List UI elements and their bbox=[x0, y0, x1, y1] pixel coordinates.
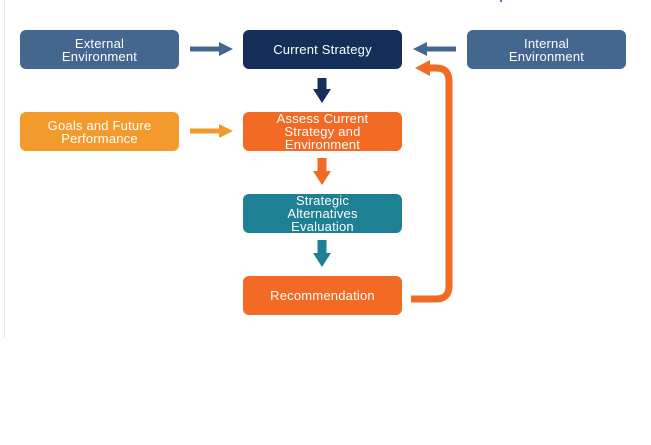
internal-environment-box: Internal Environment bbox=[467, 30, 626, 69]
goals-future-performance-box: Goals and Future Performance bbox=[20, 112, 179, 151]
arrow-current-to-assess bbox=[313, 78, 331, 103]
arrow-alternatives-to-recommendation bbox=[313, 240, 331, 267]
strategic-alternatives-box: Strategic Alternatives Evaluation bbox=[243, 194, 402, 233]
feedback-loop-arrow bbox=[411, 60, 453, 303]
strategic-alternatives-label: Strategic Alternatives Evaluation bbox=[287, 193, 358, 234]
arrow-internal-to-current bbox=[413, 42, 456, 56]
current-strategy-label: Current Strategy bbox=[273, 42, 372, 57]
internal-environment-label: Internal Environment bbox=[508, 35, 585, 64]
arrow-goals-to-assess bbox=[190, 124, 233, 138]
left-divider-line bbox=[4, 0, 5, 338]
goals-future-performance-label: Goals and Future Performance bbox=[47, 117, 152, 146]
arrow-external-to-current bbox=[190, 42, 233, 56]
corner-mark bbox=[500, 0, 502, 2]
assess-current-strategy-box: Assess Current Strategy and Environment bbox=[243, 112, 402, 151]
recommendation-box: Recommendation bbox=[243, 276, 402, 315]
external-environment-box: External Environment bbox=[20, 30, 179, 69]
external-environment-label: External Environment bbox=[61, 35, 138, 64]
current-strategy-box: Current Strategy bbox=[243, 30, 402, 69]
assess-current-strategy-label: Assess Current Strategy and Environment bbox=[276, 111, 369, 152]
recommendation-label: Recommendation bbox=[270, 288, 375, 303]
arrow-assess-to-alternatives bbox=[313, 158, 331, 185]
